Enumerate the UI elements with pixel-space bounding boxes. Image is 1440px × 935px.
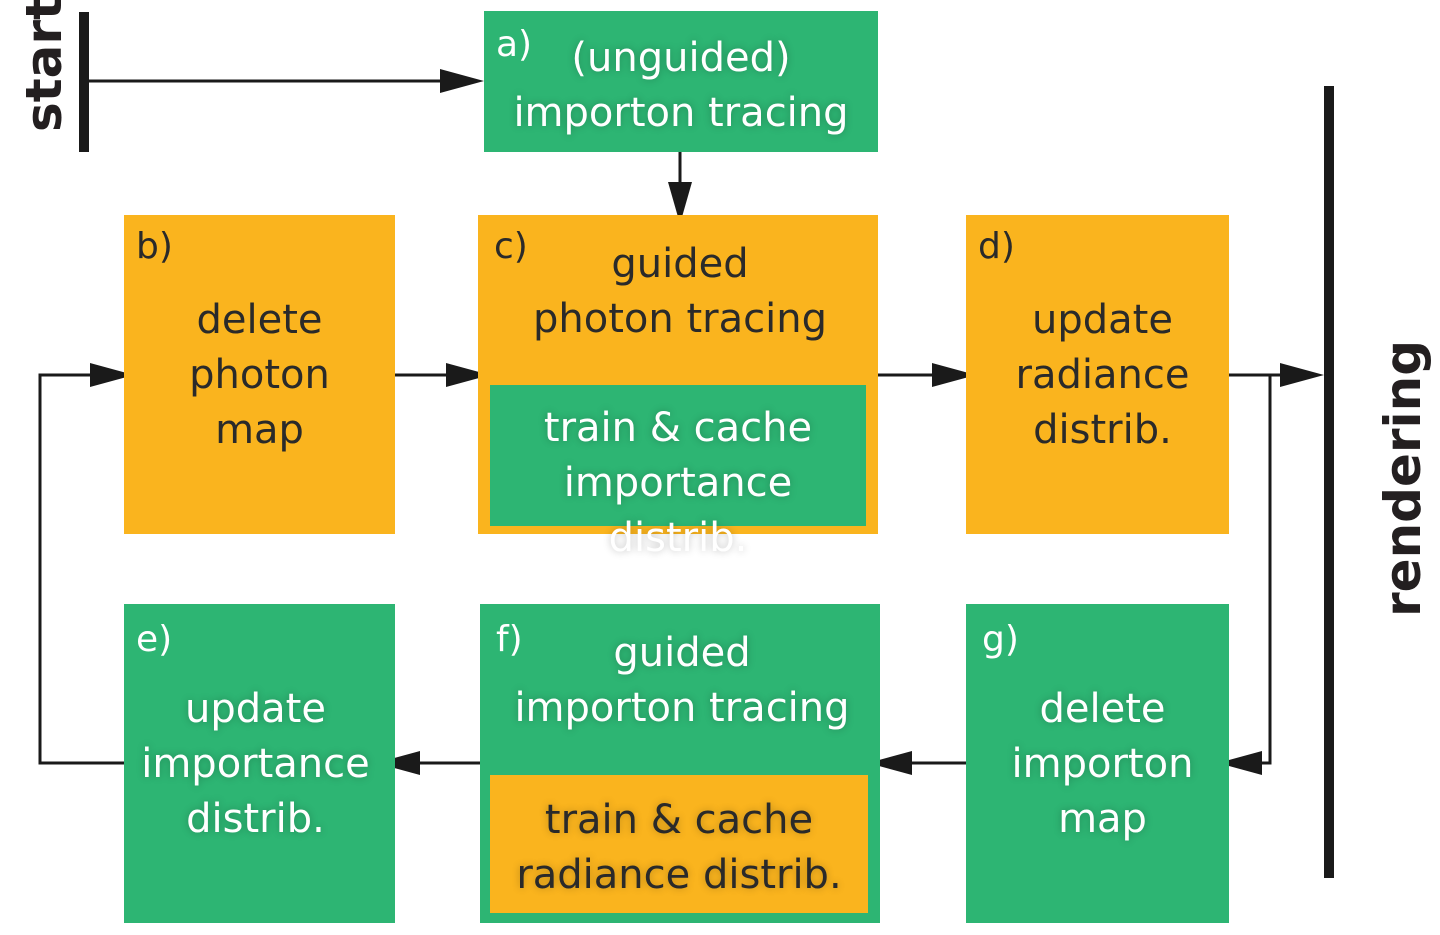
arrowhead-c-to-d <box>932 363 976 387</box>
step-f-inner-label: train & cache radiance distrib. <box>516 797 842 898</box>
arrowhead-b-to-c <box>446 363 490 387</box>
step-f-label: guided importon tracing <box>514 630 850 731</box>
step-c-label: guided photon tracing <box>533 241 827 342</box>
step-a-label: (unguided) importon tracing <box>513 35 849 136</box>
arrowhead-g-to-f <box>868 751 912 775</box>
arrowhead-start-to-a <box>440 69 484 93</box>
step-b-box: b) delete photon map <box>124 215 395 534</box>
arrow-d-to-g <box>1240 373 1272 765</box>
arrowhead-a-to-c <box>668 182 692 224</box>
arrow-e-to-b <box>38 373 124 765</box>
arrowhead-d-to-rendering <box>1280 363 1324 387</box>
step-b-tag: b) <box>136 226 173 267</box>
step-g-label: delete importon map <box>1011 686 1194 842</box>
arrowhead-e-to-b <box>90 363 134 387</box>
step-b-label: delete photon map <box>189 297 330 453</box>
step-d-box: d) update radiance distrib. <box>966 215 1229 534</box>
step-c-box: c) guided photon tracing train & cache i… <box>478 215 878 561</box>
step-a-box: a) (unguided) importon tracing <box>484 11 878 152</box>
step-e-tag: e) <box>136 619 173 660</box>
step-c-inner-label: train & cache importance distrib. <box>543 405 813 561</box>
step-f-box: f) guided importon tracing train & cache… <box>480 604 880 923</box>
arrowhead-f-to-e <box>376 751 420 775</box>
start-label: start <box>15 0 73 132</box>
rendering-label: rendering <box>1374 339 1432 617</box>
step-e-label: update importance distrib. <box>141 686 370 842</box>
step-a-tag: a) <box>496 24 533 65</box>
step-g-tag: g) <box>982 619 1019 660</box>
step-d-tag: d) <box>978 226 1015 267</box>
step-d-label: update radiance distrib. <box>1015 297 1190 453</box>
arrowhead-d-to-g <box>1218 751 1262 775</box>
step-e-box: e) update importance distrib. <box>124 604 395 923</box>
step-c-tag: c) <box>494 226 528 267</box>
step-c-inner-box: train & cache importance distrib. <box>490 385 866 561</box>
step-f-tag: f) <box>496 619 523 660</box>
step-g-box: g) delete importon map <box>966 604 1229 923</box>
step-f-inner-box: train & cache radiance distrib. <box>490 775 868 913</box>
